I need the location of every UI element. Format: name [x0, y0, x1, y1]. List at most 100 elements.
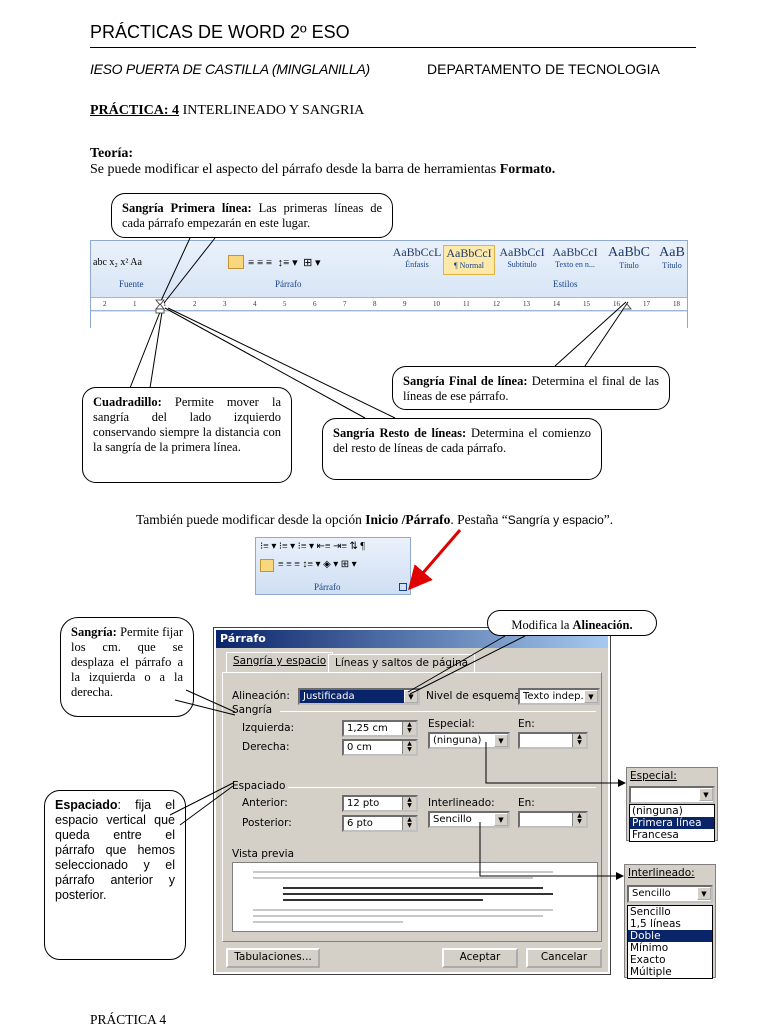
- especial-dropdown-label: Especial:: [630, 770, 677, 782]
- theory-heading: Teoría:: [90, 146, 134, 161]
- anterior-input[interactable]: 12 pto ▲▼: [342, 795, 418, 812]
- especial-dropdown-select[interactable]: ▼: [629, 786, 715, 804]
- interlineado-dropdown-select[interactable]: Sencillo ▼: [627, 885, 713, 903]
- header-rule: [90, 47, 696, 48]
- option-ninguna[interactable]: (ninguna): [632, 805, 683, 817]
- ruler-number: 9: [403, 300, 407, 308]
- ruler-number: 10: [433, 300, 440, 308]
- align-icons: ≡ ≡ ≡ ↕≡ ▾ ◈ ▾ ⊞ ▾: [278, 559, 357, 570]
- spinner-icon[interactable]: ▲▼: [572, 813, 586, 826]
- preview-box: [232, 862, 598, 932]
- option-minimo[interactable]: Mínimo: [630, 942, 669, 954]
- ruler-number: 6: [313, 300, 317, 308]
- option-doble[interactable]: Doble: [628, 930, 712, 942]
- chevron-down-icon[interactable]: ▼: [584, 690, 598, 703]
- tab-sangria-espacio[interactable]: Sangría y espacio: [226, 652, 334, 672]
- page-area: [91, 312, 687, 328]
- option-primera-linea[interactable]: Primera línea: [630, 817, 714, 829]
- espaciado-divider: [288, 787, 596, 788]
- especial-label: Especial:: [428, 718, 475, 730]
- ruler-number: 17: [643, 300, 650, 308]
- ruler-number: 15: [583, 300, 590, 308]
- callout-alineacion: Modifica la Alineación.: [487, 610, 657, 636]
- interlineado-dropdown-panel: Interlineado: Sencillo ▼ Sencillo 1,5 lí…: [624, 864, 716, 979]
- en-input[interactable]: ▲▼: [518, 732, 588, 749]
- callout-espaciado: Espaciado: fija el espacio vertical que …: [44, 790, 186, 960]
- style-normal[interactable]: AaBbCcI¶ Normal: [443, 245, 495, 275]
- posterior-label: Posterior:: [242, 817, 292, 829]
- ruler-number: 14: [553, 300, 560, 308]
- en2-input[interactable]: ▲▼: [518, 811, 588, 828]
- interlineado-label: Interlineado:: [428, 797, 495, 809]
- callout-final-linea: Sangría Final de línea: Determina el fin…: [392, 366, 670, 410]
- derecha-label: Derecha:: [242, 741, 290, 753]
- espaciado-group-label: Espaciado: [232, 780, 286, 792]
- tabulaciones-button[interactable]: Tabulaciones...: [226, 948, 320, 968]
- group-parrafo: Párrafo: [275, 279, 302, 289]
- especial-select[interactable]: (ninguna) ▼: [428, 732, 510, 749]
- aceptar-button[interactable]: Aceptar: [442, 948, 518, 968]
- ruler-number: 3: [223, 300, 227, 308]
- ruler-number: 1: [163, 300, 167, 308]
- callout-sangria: Sangría: Permite fijar los cm. que se de…: [60, 617, 194, 717]
- interlineado-select[interactable]: Sencillo ▼: [428, 811, 510, 828]
- option-francesa[interactable]: Francesa: [632, 829, 679, 841]
- interlineado-options: Sencillo 1,5 líneas Doble Mínimo Exacto …: [627, 905, 713, 979]
- callout-primera-linea: Sangría Primera línea: Las primeras líne…: [111, 193, 393, 238]
- en2-label: En:: [518, 797, 535, 809]
- ruler-number: 8: [373, 300, 377, 308]
- callout-resto-lineas: Sangría Resto de líneas: Determina el co…: [322, 418, 602, 480]
- spinner-icon[interactable]: ▲▼: [402, 741, 416, 754]
- callout-cuadradillo: Cuadradillo: Permite mover la sangría de…: [82, 387, 292, 483]
- align-left-icon: [228, 255, 244, 269]
- ruler-number: 4: [253, 300, 257, 308]
- ruler-number: 11: [463, 300, 470, 308]
- option-exacto[interactable]: Exacto: [630, 954, 666, 966]
- ribbon-screenshot: abc x₂ x² Aa ≡ ≡ ≡ ↕≡ ▾ ⊞ ▾ Fuente Párra…: [90, 240, 688, 328]
- derecha-input[interactable]: 0 cm ▲▼: [342, 739, 418, 756]
- chevron-down-icon[interactable]: ▼: [494, 813, 508, 826]
- font-toolbar-row: abc x₂ x² Aa: [93, 257, 142, 268]
- option-1-5-lineas[interactable]: 1,5 líneas: [630, 918, 681, 930]
- posterior-input[interactable]: 6 pto ▲▼: [342, 815, 418, 832]
- spinner-icon[interactable]: ▲▼: [402, 722, 416, 735]
- sangria-group-label: Sangría: [232, 704, 273, 716]
- spinner-icon[interactable]: ▲▼: [402, 797, 416, 810]
- ruler-number: 12: [493, 300, 500, 308]
- also-text: También puede modificar desde la opción …: [136, 512, 614, 527]
- anterior-label: Anterior:: [242, 797, 288, 809]
- ruler-number: 1: [133, 300, 137, 308]
- chevron-down-icon[interactable]: ▼: [699, 788, 713, 801]
- ruler-number: 16: [613, 300, 620, 308]
- chevron-down-icon[interactable]: ▼: [494, 734, 508, 747]
- dialog-launcher-icon[interactable]: [399, 583, 407, 591]
- ruler-number: 13: [523, 300, 530, 308]
- footer-label: PRÁCTICA 4: [90, 1012, 167, 1024]
- paragraph-toolbar: ⁝≡ ▾ ⁝≡ ▾ ⁝≡ ▾ ⇤≡ ⇥≡ ⇅ ¶ ≡ ≡ ≡ ↕≡ ▾ ◈ ▾ …: [255, 537, 411, 595]
- vista-previa-label: Vista previa: [232, 848, 295, 860]
- cancelar-button[interactable]: Cancelar: [526, 948, 602, 968]
- ruler-number: 7: [343, 300, 347, 308]
- spinner-icon[interactable]: ▲▼: [572, 734, 586, 747]
- spinner-icon[interactable]: ▲▼: [402, 817, 416, 830]
- alineacion-label: Alineación:: [232, 690, 290, 702]
- alineacion-select[interactable]: Justificada ▼: [298, 688, 420, 705]
- nivel-select[interactable]: Texto indep. ▼: [518, 688, 600, 705]
- nivel-label: Nivel de esquema:: [426, 690, 525, 702]
- tab-lineas-saltos[interactable]: Líneas y saltos de página: [328, 654, 476, 672]
- chevron-down-icon[interactable]: ▼: [697, 887, 711, 900]
- ruler-number: 5: [283, 300, 287, 308]
- option-multiple[interactable]: Múltiple: [630, 966, 672, 978]
- practice-heading: PRÁCTICA: 4 INTERLINEADO Y SANGRIA: [90, 103, 364, 119]
- izquierda-input[interactable]: 1,25 cm ▲▼: [342, 720, 418, 737]
- document-title: PRÁCTICAS DE WORD 2º ESO: [90, 22, 350, 42]
- ruler-number: 2: [103, 300, 107, 308]
- chevron-down-icon[interactable]: ▼: [404, 690, 418, 703]
- option-sencillo[interactable]: Sencillo: [630, 906, 671, 918]
